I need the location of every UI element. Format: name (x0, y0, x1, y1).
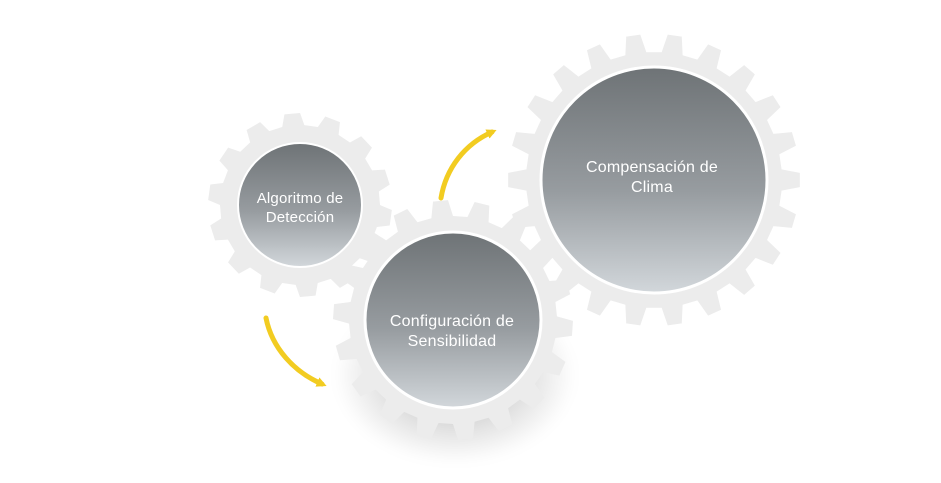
gear-label-line: Detección (265, 208, 335, 226)
gear-config (333, 200, 575, 463)
curved-arrow-icon (263, 315, 327, 387)
gear-center-circle (237, 142, 363, 268)
gear-label-line: Sensibilidad (407, 333, 497, 350)
gear-label-compensacion: Compensación de Clima (560, 158, 744, 198)
gear-label-line: Configuración de (389, 313, 515, 330)
gear-label-line: Algoritmo de (256, 190, 344, 207)
gear-label-line: Clima (631, 179, 673, 196)
gear-center-circle (363, 230, 543, 410)
curved-arrow-icon (438, 129, 497, 201)
gear-center-circle (539, 65, 769, 295)
gear-compensacion (508, 34, 800, 326)
gear-label-line: Compensación de (586, 159, 718, 176)
gear-label-algoritmo: Algoritmo de Detección (236, 190, 364, 228)
gear-label-config: Configuración de Sensibilidad (364, 312, 540, 352)
gear-algoritmo (208, 113, 392, 297)
